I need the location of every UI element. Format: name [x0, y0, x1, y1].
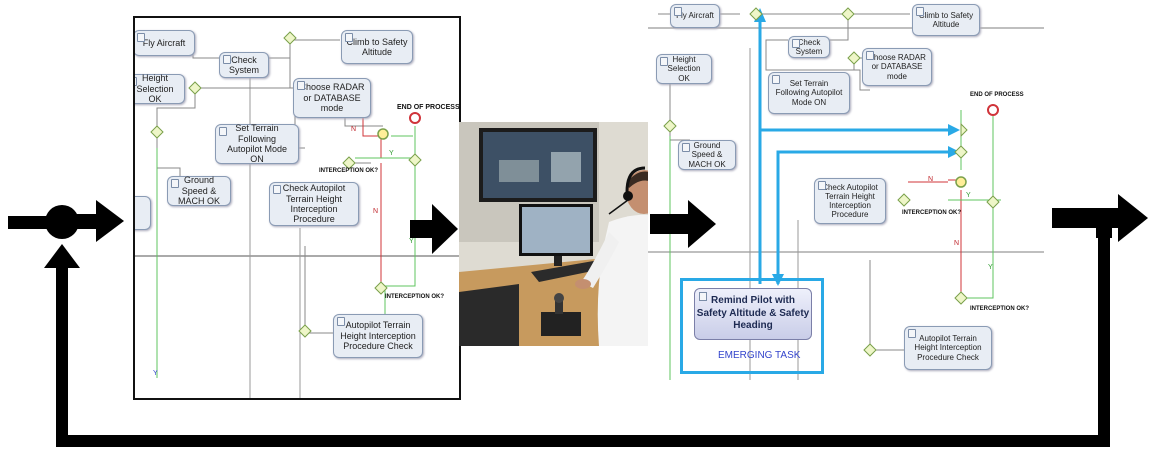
left-node-fly-aircraft: Fly Aircraft — [135, 30, 195, 56]
headset-icon — [608, 166, 646, 215]
node-label: Ground Speed & MACH OK — [177, 175, 220, 207]
process-task-icon — [699, 292, 707, 301]
right-node-height-selection: Height Selection OK — [656, 54, 712, 84]
node-label: Set Terrain Following Autopilot Mode ON — [775, 79, 843, 107]
node-label: Choose RADAR or DATABASE mode — [868, 53, 926, 81]
process-task-icon — [273, 185, 281, 194]
yes-label: Y — [966, 192, 971, 199]
joystick-icon — [541, 293, 581, 336]
left-node-climb-safety: Climb to Safety Altitude — [341, 30, 413, 64]
process-task-icon — [682, 143, 690, 152]
no-label: N — [954, 240, 960, 247]
remind-pilot-task: Remind Pilot with Safety Altitude & Safe… — [694, 288, 812, 340]
process-task-icon — [219, 127, 227, 136]
process-task-icon — [916, 7, 924, 16]
to-simulator-arrow — [432, 204, 458, 254]
end-of-process-label: END OF PROCESS — [397, 104, 460, 111]
right-node-choose-radar: Choose RADAR or DATABASE mode — [862, 48, 932, 86]
interception-label: INTERCEPTION OK? — [319, 168, 379, 174]
no-label: N — [351, 126, 357, 133]
node-label: Remind Pilot with Safety Altitude & Safe… — [696, 295, 810, 332]
monitor-icon — [519, 204, 593, 266]
process-task-icon — [908, 329, 916, 338]
node-label: Height Selection OK — [667, 55, 701, 83]
emerging-task-label: EMERGING TASK — [718, 350, 801, 361]
process-task-icon — [135, 77, 137, 86]
interception-label: INTERCEPTION OK? — [970, 306, 1030, 312]
process-task-icon — [345, 33, 353, 42]
node-label: Fly Aircraft — [142, 37, 186, 48]
right-node-check-autopilot: Check Autopilot Terrain Height Intercept… — [814, 178, 886, 224]
process-task-icon — [137, 33, 145, 42]
node-label: Set Terrain Following Autopilot Mode ON — [226, 123, 288, 165]
right-node-fly-aircraft: Fly Aircraft — [670, 4, 720, 28]
right-node-ground-speed: Ground Speed & MACH OK — [678, 140, 736, 170]
input-line — [8, 216, 52, 229]
node-label: Fly Aircraft — [676, 11, 714, 21]
process-task-icon — [297, 81, 305, 90]
summing-junction — [45, 205, 79, 239]
yes-label: Y — [409, 238, 414, 245]
process-task-icon — [674, 7, 682, 16]
process-task-icon — [792, 39, 800, 48]
left-node-check-system: Check System — [219, 52, 269, 78]
yes-label: Y — [988, 264, 993, 271]
right-node-set-terrain: Set Terrain Following Autopilot Mode ON — [768, 72, 850, 114]
node-label: Climb to Safety Altitude — [918, 10, 974, 29]
end-of-process-label: END OF PROCESS — [970, 92, 1024, 98]
process-task-icon — [337, 317, 345, 326]
left-node-autopilot-check: Autopilot Terrain Height Interception Pr… — [333, 314, 423, 358]
right-node-climb-safety: Climb to Safety Altitude — [912, 4, 980, 36]
node-label: Autopilot Terrain Height Interception Pr… — [340, 320, 416, 352]
node-label: Choose RADAR or DATABASE mode — [299, 82, 365, 114]
node-label: Ground Speed & MACH OK — [688, 141, 726, 169]
right-process-diagram: Fly Aircraft Check System Climb to Safet… — [648, 0, 1044, 380]
process-task-icon — [223, 55, 231, 64]
node-label: Autopilot Terrain Height Interception Pr… — [914, 334, 982, 362]
process-task-icon — [866, 51, 874, 60]
right-node-check-system: Check System — [788, 36, 830, 58]
interception-label: INTERCEPTION OK? — [902, 210, 962, 216]
left-node-check-autopilot: Check Autopilot Terrain Height Intercept… — [269, 182, 359, 226]
process-task-icon — [818, 181, 826, 190]
output-arrowhead — [1118, 194, 1148, 242]
process-task-icon — [660, 57, 668, 66]
feedback-arrowhead — [44, 244, 80, 268]
yes-label: Y — [389, 150, 394, 157]
interception-label: INTERCEPTION OK? — [385, 294, 445, 300]
left-node-set-terrain: Set Terrain Following Autopilot Mode ON — [215, 123, 299, 165]
node-label: Check Autopilot Terrain Height Intercept… — [282, 183, 346, 225]
from-simulator-arrow — [688, 200, 716, 248]
left-node-height-selection: Height Selection OK — [135, 73, 185, 105]
yes-label: Y — [153, 370, 158, 377]
input-arrowhead — [96, 200, 124, 242]
emerging-task-frame — [680, 278, 824, 374]
node-label: Check Autopilot Terrain Height Intercept… — [822, 182, 878, 220]
left-node-partial — [135, 196, 151, 230]
node-label: Height Selection OK — [136, 73, 174, 105]
left-node-ground-speed: Ground Speed & MACH OK — [167, 175, 231, 207]
no-label: N — [928, 176, 934, 183]
node-label: Check System — [795, 37, 823, 56]
right-node-autopilot-check: Autopilot Terrain Height Interception Pr… — [904, 326, 992, 370]
process-task-icon — [772, 75, 780, 84]
node-label: Check System — [228, 54, 259, 75]
node-label: Climb to Safety Altitude — [346, 36, 408, 57]
left-process-diagram: Fly Aircraft Check System Climb to Safet… — [133, 16, 461, 400]
feedback-loop-line — [56, 214, 1110, 447]
process-task-icon — [171, 179, 179, 188]
monitor-icon — [479, 128, 597, 202]
no-label: N — [373, 208, 379, 215]
left-node-choose-radar: Choose RADAR or DATABASE mode — [293, 78, 371, 118]
